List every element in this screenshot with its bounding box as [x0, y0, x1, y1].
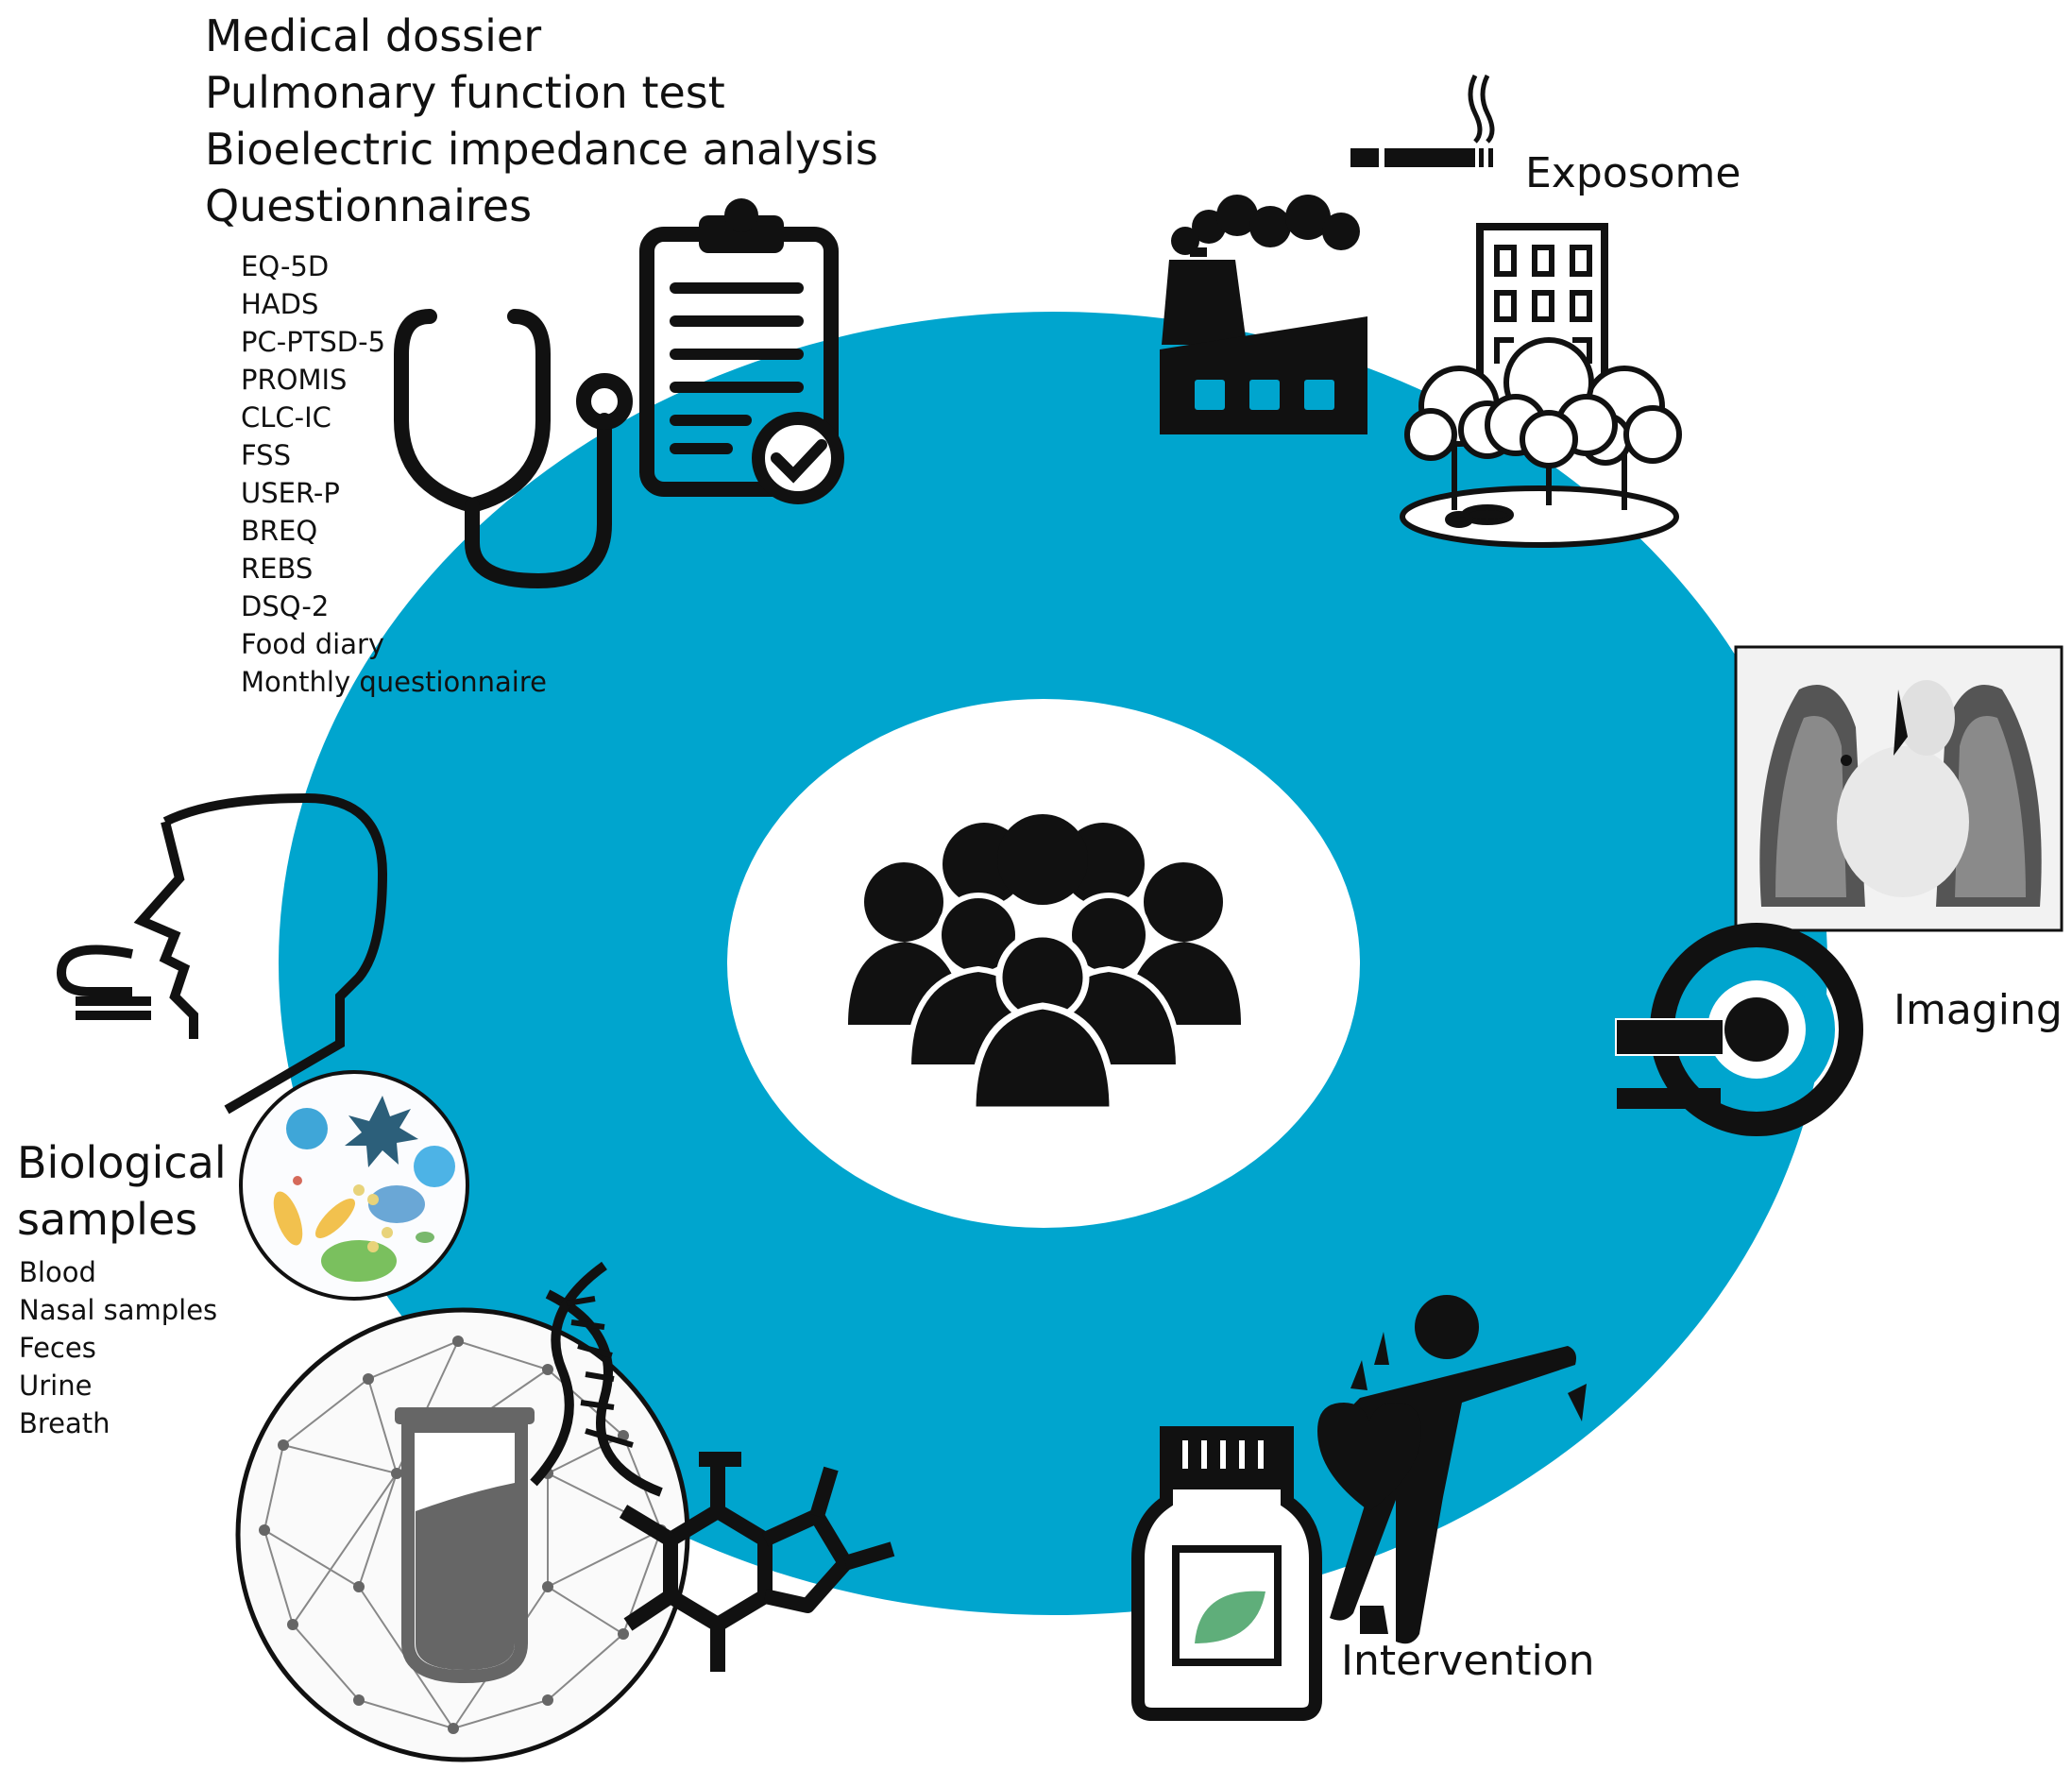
- questionnaire-item: Food diary: [241, 628, 385, 660]
- biological-title-line: samples: [17, 1194, 198, 1245]
- exposome-label: Exposome: [1525, 149, 1741, 197]
- clinical-item: Questionnaires: [205, 180, 533, 231]
- mri-scanner-icon: [1615, 923, 1863, 1136]
- clinical-item: Bioelectric impedance analysis: [205, 124, 878, 175]
- sample-item: Feces: [19, 1332, 96, 1364]
- sample-item: Blood: [19, 1256, 96, 1288]
- molecule-icon: [619, 1452, 895, 1672]
- sample-item: Nasal samples: [19, 1294, 218, 1326]
- clinical-measures-list: Medical dossier Pulmonary function test …: [205, 14, 878, 241]
- questionnaire-item: EQ-5D: [241, 250, 330, 282]
- questionnaire-item: DSQ-2: [241, 590, 330, 622]
- clipboard-check-icon: [639, 198, 844, 504]
- medicine-bottle-icon: [1131, 1426, 1322, 1721]
- microbiome-circle: [239, 1070, 469, 1301]
- questionnaire-item: FSS: [241, 439, 291, 471]
- imaging-label: Imaging: [1894, 986, 2063, 1034]
- factory-icon: [1160, 195, 1367, 434]
- biological-title-line: Biological: [17, 1137, 227, 1188]
- questionnaire-list: EQ-5D HADS PC-PTSD-5 PROMIS CLC-IC FSS U…: [241, 253, 547, 706]
- dna-helix-icon: [530, 1261, 663, 1497]
- questionnaire-item: REBS: [241, 553, 314, 585]
- questionnaire-item: HADS: [241, 288, 319, 320]
- sample-list: Blood Nasal samples Feces Urine Breath: [19, 1259, 217, 1448]
- people-group-icon: [848, 814, 1241, 1114]
- questionnaire-item: CLC-IC: [241, 401, 331, 434]
- park-trees-icon: [1400, 337, 1682, 548]
- sample-item: Urine: [19, 1370, 93, 1402]
- questionnaire-item: BREQ: [241, 515, 318, 547]
- biological-samples-title: Biological samples: [17, 1141, 227, 1254]
- ct-scan-image: [1734, 645, 2064, 932]
- intervention-label: Intervention: [1341, 1637, 1595, 1685]
- clinical-item: Pulmonary function test: [205, 67, 725, 118]
- breathing-head-icon: [56, 792, 388, 1115]
- building-icon: [1476, 223, 1608, 410]
- clinical-item: Medical dossier: [205, 10, 542, 61]
- questionnaire-item: Monthly questionnaire: [241, 666, 547, 698]
- network-sphere: [235, 1307, 690, 1762]
- cigarette-icon: [1350, 74, 1495, 167]
- sample-item: Breath: [19, 1407, 110, 1439]
- questionnaire-item: PROMIS: [241, 364, 348, 396]
- questionnaire-item: USER-P: [241, 477, 340, 509]
- stethoscope-icon: [394, 309, 633, 589]
- questionnaire-item: PC-PTSD-5: [241, 326, 386, 358]
- heart-icon: [1317, 1403, 1421, 1511]
